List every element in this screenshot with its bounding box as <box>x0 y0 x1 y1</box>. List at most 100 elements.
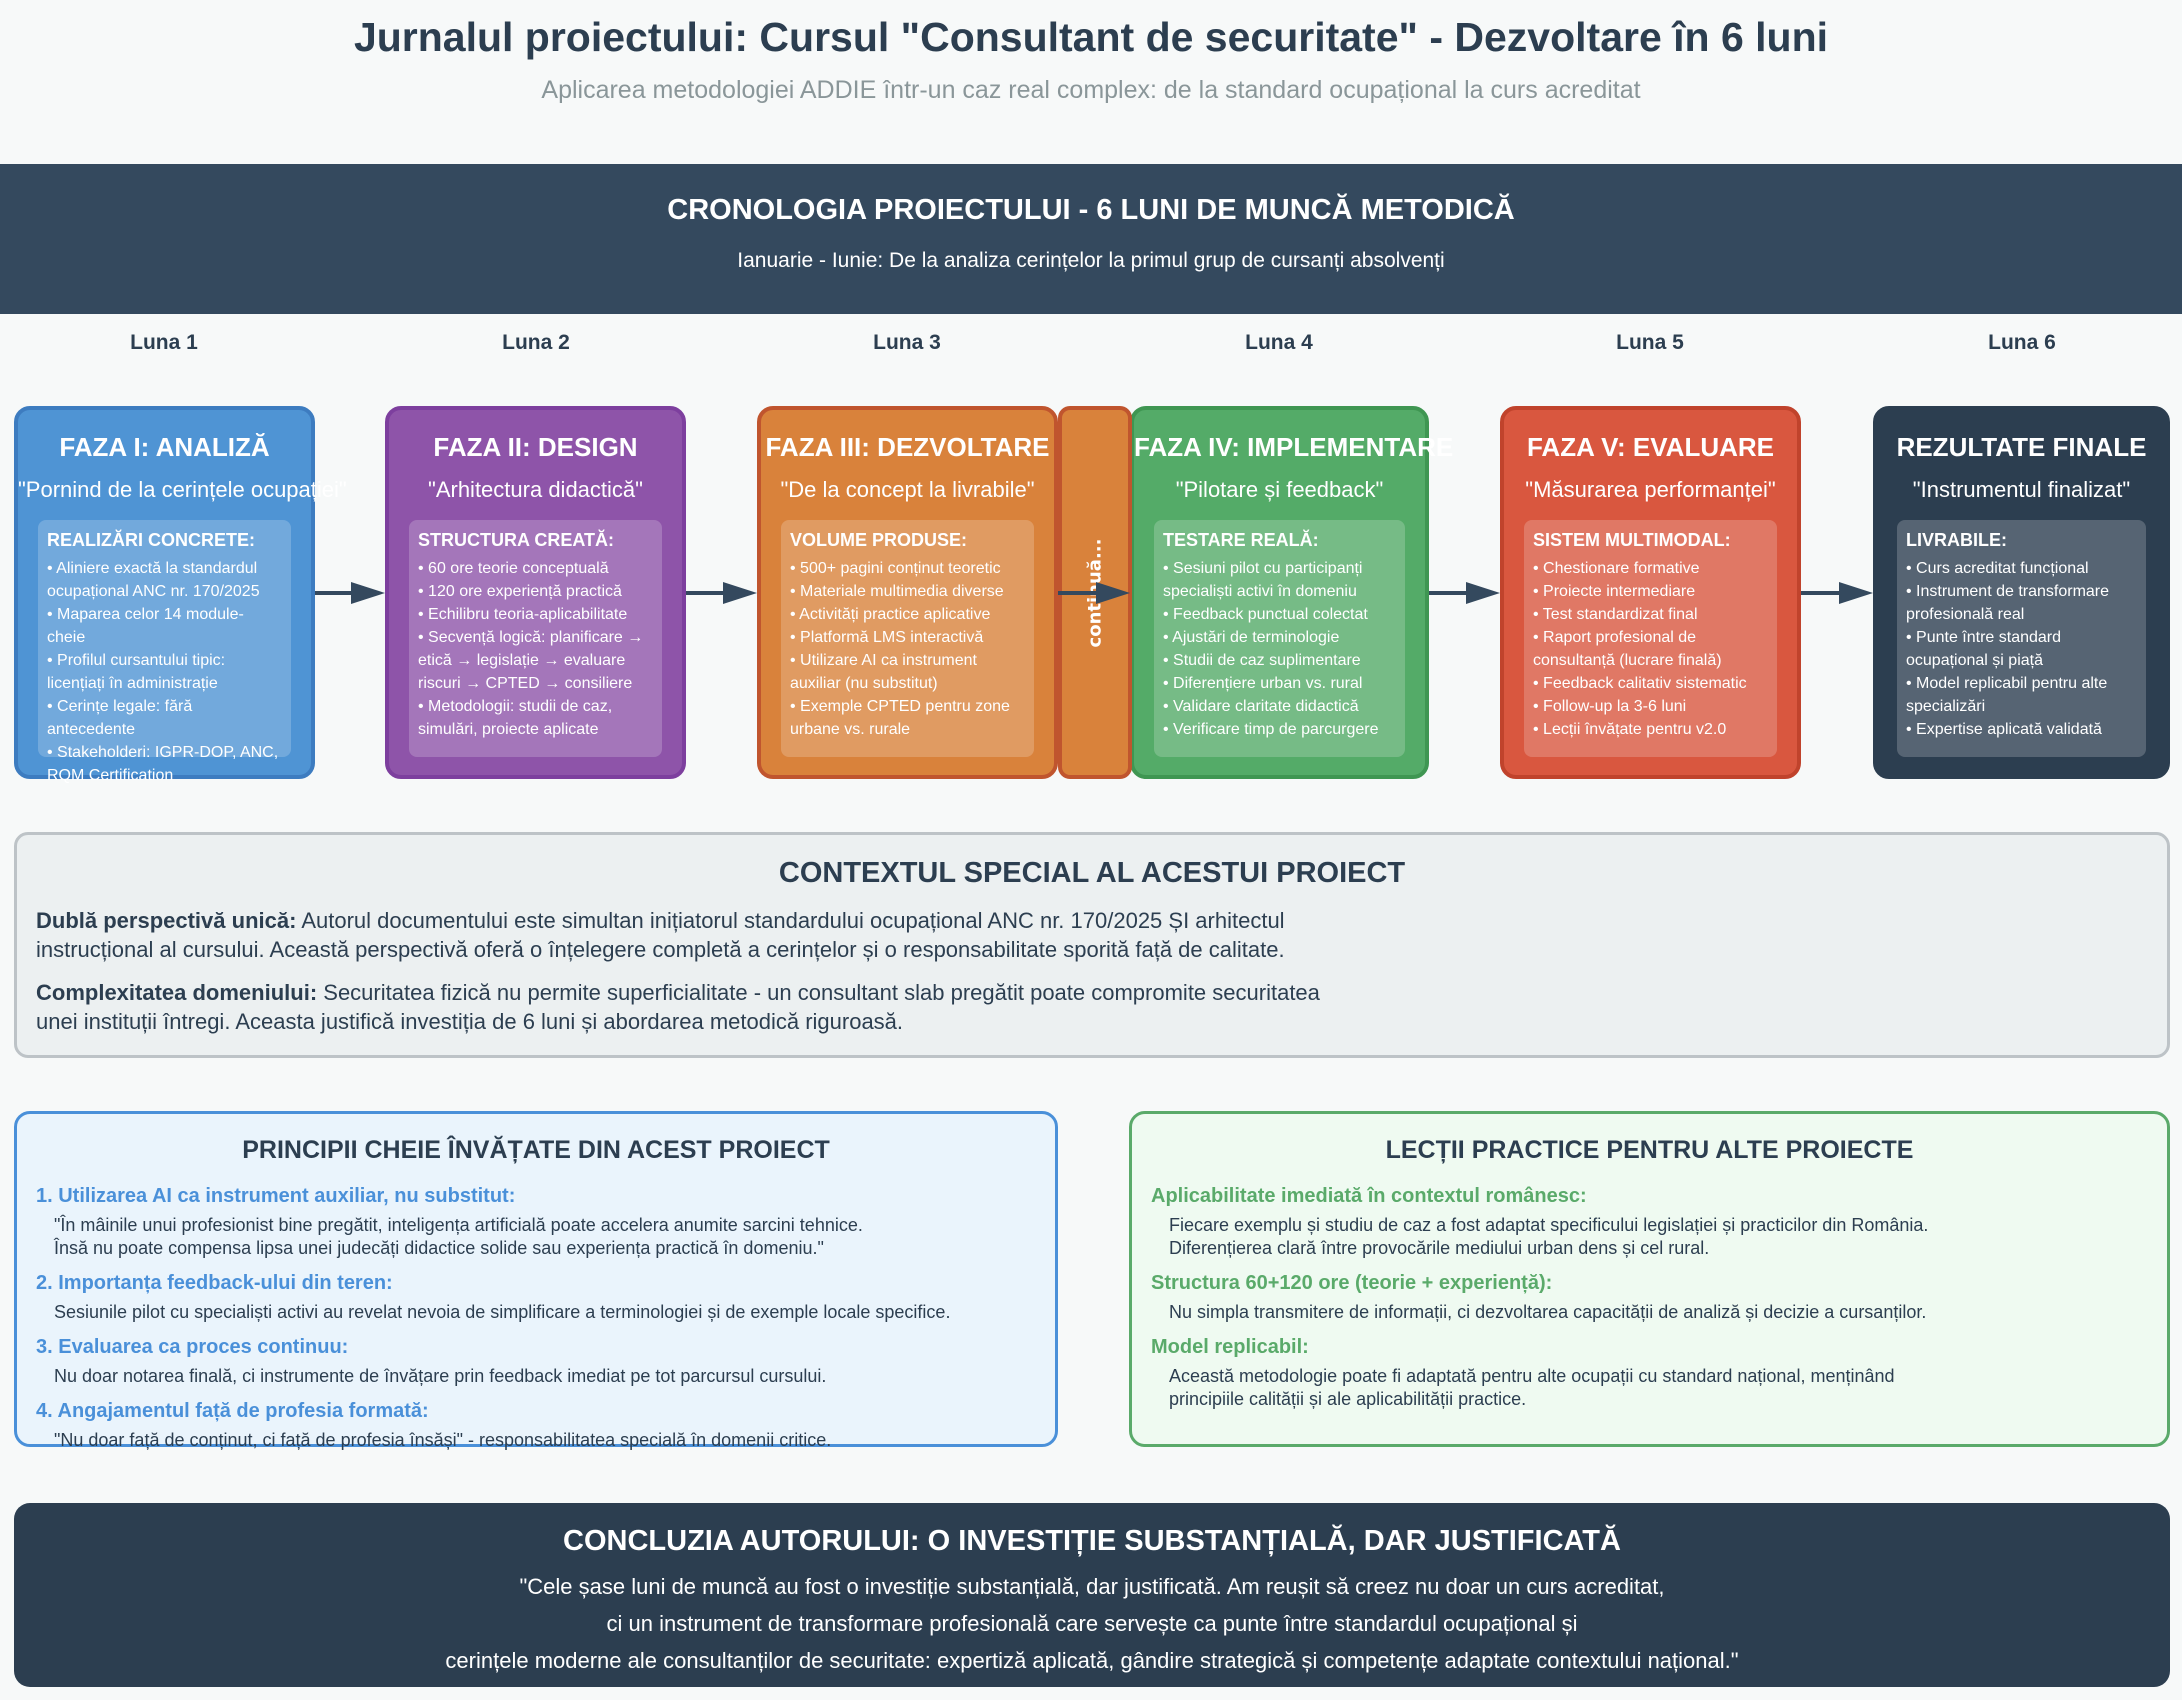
phase-quote: "Instrumentul finalizat" <box>1912 477 2131 502</box>
phase-card: FAZA III: DEZVOLTARE "De la concept la li… <box>757 406 1058 779</box>
context-section: CONTEXTUL SPECIAL AL ACESTUI PROIECT Dub… <box>14 832 2170 1058</box>
phase-detail-item: • Feedback calitativ sistematic <box>1533 675 1747 692</box>
phase-card: REZULTATE FINALE"Instrumentul finalizat"… <box>1873 406 2170 779</box>
phase-quote: "Pilotare și feedback" <box>1175 477 1384 502</box>
lessons-item-line: Diferențierea clară între provocările me… <box>1169 1238 1710 1258</box>
month-label: Luna 4 <box>1245 331 1313 354</box>
phase-details-heading: REALIZĂRI CONCRETE: <box>47 530 255 550</box>
principles-item-heading: 3. Evaluarea ca proces continuu: <box>36 1336 349 1358</box>
phase-detail-item: • Aliniere exactă la standardul ocupațio… <box>47 560 260 600</box>
timeline-banner: CRONOLOGIA PROIECTULUI - 6 LUNI DE MUNCĂ… <box>0 164 2182 314</box>
phase-card: FAZA IV: IMPLEMENTARE "Pilotare și feedba… <box>1130 406 1454 779</box>
context-title: CONTEXTUL SPECIAL AL ACESTUI PROIECT <box>778 857 1406 889</box>
principles-item-heading: 2. Importanța feedback-ului din teren: <box>36 1272 393 1294</box>
phase-detail-item: • Curs acreditat funcțional <box>1906 560 2089 577</box>
phase-detail-item: • Utilizare AI ca instrument auxiliar (n… <box>790 652 977 692</box>
context-paragraph: Complexitatea domeniului: Securitatea fi… <box>36 978 1356 1036</box>
phase-quote: "Arhitectura didactică" <box>428 477 643 502</box>
lessons-item-body: Nu simpla transmitere de informații, ci … <box>1151 1301 2148 1324</box>
phase-detail-item: • Expertise aplicată validată <box>1906 721 2102 738</box>
phase-detail-item: • Profilul cursantului tipic: licențiați… <box>47 652 226 692</box>
phase-details: STRUCTURA CREATĂ:• 60 ore teorie concept… <box>409 520 662 757</box>
phase-title: FAZA IV: IMPLEMENTARE <box>1134 432 1454 462</box>
phase-detail-item: • Feedback punctual colectat <box>1163 606 1368 623</box>
lessons-box: LECȚII PRACTICE PENTRU ALTE PROIECTE Apl… <box>1129 1111 2170 1447</box>
lessons-title: LECȚII PRACTICE PENTRU ALTE PROIECTE <box>1385 1136 1914 1164</box>
phase-detail-item: • Metodologii: studii de caz, simulări, … <box>418 698 613 738</box>
lessons-item-body: Această metodologie poate fi adaptată pe… <box>1151 1365 2148 1411</box>
arrow-right-icon <box>1058 582 1130 604</box>
phase-detail-item: • Sesiuni pilot cu participanți speciali… <box>1163 560 1363 600</box>
phase-detail-item: • Lecții învățate pentru v2.0 <box>1533 721 1727 738</box>
phase-card: FAZA II: DESIGN "Arhitectura didactică" ST… <box>385 406 686 779</box>
phase-details-heading: VOLUME PRODUSE: <box>790 530 968 550</box>
lessons-item-line: Această metodologie poate fi adaptată pe… <box>1169 1366 1895 1386</box>
month-label: Luna 5 <box>1616 331 1684 354</box>
principles-item-body: Sesiunile pilot cu specialiști activi au… <box>36 1301 1036 1324</box>
principles-item-body: "Nu doar față de conținut, ci față de pr… <box>36 1429 1036 1452</box>
lessons-item-line: Nu simpla transmitere de informații, ci … <box>1169 1302 1927 1322</box>
phase-detail-item: • 500+ pagini conținut teoretic <box>790 560 1001 577</box>
phase-title: FAZA II: DESIGN <box>433 432 638 462</box>
lessons-item-heading: Aplicabilitate imediată în contextul rom… <box>1151 1185 1587 1207</box>
phase-title: FAZA III: DEZVOLTARE <box>765 432 1050 462</box>
lessons-item-line: Fiecare exemplu și studiu de caz a fost … <box>1169 1215 1929 1235</box>
phase-details-heading: LIVRABILE: <box>1906 530 2007 550</box>
phase-detail-item: • Verificare timp de parcurgere <box>1163 721 1379 738</box>
timeline-subtitle: Ianuarie - Iunie: De la analiza cerințel… <box>737 249 1445 272</box>
context-label: Dublă perspectivă unică: <box>36 908 297 933</box>
phase-card: FAZA I: ANALIZĂ "Pornind de la cerințele … <box>14 406 347 784</box>
phase-details-heading: SISTEM MULTIMODAL: <box>1533 530 1731 550</box>
phase-detail-item: • Proiecte intermediare <box>1533 583 1696 600</box>
phase-quote: "Măsurarea performanței" <box>1525 477 1776 502</box>
phase-details: REALIZĂRI CONCRETE: • Aliniere exactă la … <box>38 520 291 784</box>
phase-quote: "Pornind de la cerințele ocupației" <box>18 477 347 502</box>
phase-details: VOLUME PRODUSE: • 500+ pagini conținut te… <box>781 520 1034 757</box>
phase-card: FAZA V: EVALUARE "Măsurarea performanței"… <box>1500 406 1801 779</box>
principles-title: PRINCIPII CHEIE ÎNVĂȚATE DIN ACEST PROIE… <box>242 1136 830 1164</box>
page-title: Jurnalul proiectului: Cursul "Consultant… <box>353 14 1829 60</box>
phase-quote: "De la concept la livrabile" <box>780 477 1035 502</box>
context-paragraph: Dublă perspectivă unică: Autorul documen… <box>36 906 1356 964</box>
phase-detail-item: • Diferențiere urban vs. rural <box>1163 675 1363 692</box>
arrow-right-icon <box>315 582 385 604</box>
principles-item-line: "În mâinile unui profesionist bine pregă… <box>54 1215 863 1235</box>
phase-detail-item: • Stakeholderi: IGPR-DOP, ANC, RQM Certi… <box>47 744 279 784</box>
context-text: Securitatea fizică nu permite superficia… <box>36 980 1320 1034</box>
lessons-item-line: principiile calității și ale aplicabilit… <box>1169 1389 1527 1409</box>
context-text: Autorul documentului este simultan iniți… <box>36 908 1285 962</box>
principles-item-line: Însă nu poate compensa lipsa unei judecă… <box>54 1238 824 1258</box>
phase-detail-item: • Cerințe legale: fără antecedente <box>47 698 193 738</box>
arrow-right-icon <box>1801 582 1873 604</box>
principles-item-heading: 1. Utilizarea AI ca instrument auxiliar,… <box>36 1185 516 1207</box>
phase-details: TESTARE REALĂ: • Sesiuni pilot cu partici… <box>1154 520 1405 757</box>
phase-detail-item: • Activități practice aplicative <box>790 606 991 623</box>
phase-detail-item: • 60 ore teorie conceptuală <box>418 560 609 577</box>
phase-detail-item: • Echilibru teoria-aplicabilitate <box>418 606 628 623</box>
phase-detail-item: • Instrument de transformare profesional… <box>1906 583 2110 623</box>
conclusion-title: CONCLUZIA AUTORULUI: O INVESTIȚIE SUBSTA… <box>563 1525 1621 1557</box>
month-label: Luna 3 <box>873 331 941 354</box>
phase-detail-item: • Raport profesional de consultanță (luc… <box>1533 629 1722 669</box>
phase-title: FAZA I: ANALIZĂ <box>59 432 270 462</box>
conclusion-line: "Cele șase luni de muncă au fost o inves… <box>519 1574 1665 1599</box>
principles-item-line: Nu doar notarea finală, ci instrumente d… <box>54 1366 827 1386</box>
conclusion-line: cerințele moderne ale consultanților de … <box>445 1648 1739 1673</box>
phase-detail-item: • Test standardizat final <box>1533 606 1698 623</box>
principles-item-body: "În mâinile unui profesionist bine pregă… <box>36 1214 1036 1260</box>
phase-detail-item: • Exemple CPTED pentru zone urbane vs. r… <box>790 698 1010 738</box>
principles-box: PRINCIPII CHEIE ÎNVĂȚATE DIN ACEST PROIE… <box>14 1111 1058 1450</box>
month-label: Luna 2 <box>502 331 570 354</box>
phase-title: FAZA V: EVALUARE <box>1526 432 1774 462</box>
phase-detail-item: • Studii de caz suplimentare <box>1163 652 1361 669</box>
phase-detail-item: • Ajustări de terminologie <box>1163 629 1340 646</box>
phase-detail-item: • Chestionare formative <box>1533 560 1700 577</box>
conclusion-line: ci un instrument de transformare profesi… <box>606 1611 1578 1636</box>
arrow-right-icon <box>686 582 757 604</box>
phase-detail-item: • Model replicabil pentru alte specializ… <box>1906 675 2108 715</box>
phase-detail-item: • Validare claritate didactică <box>1163 698 1359 715</box>
phase-details-heading: TESTARE REALĂ: <box>1163 530 1319 550</box>
timeline-title: CRONOLOGIA PROIECTULUI - 6 LUNI DE MUNCĂ… <box>667 194 1515 226</box>
phase-detail-item: • Maparea celor 14 module-cheie <box>47 606 244 646</box>
phase-details: SISTEM MULTIMODAL: • Chestionare formativ… <box>1524 520 1777 757</box>
